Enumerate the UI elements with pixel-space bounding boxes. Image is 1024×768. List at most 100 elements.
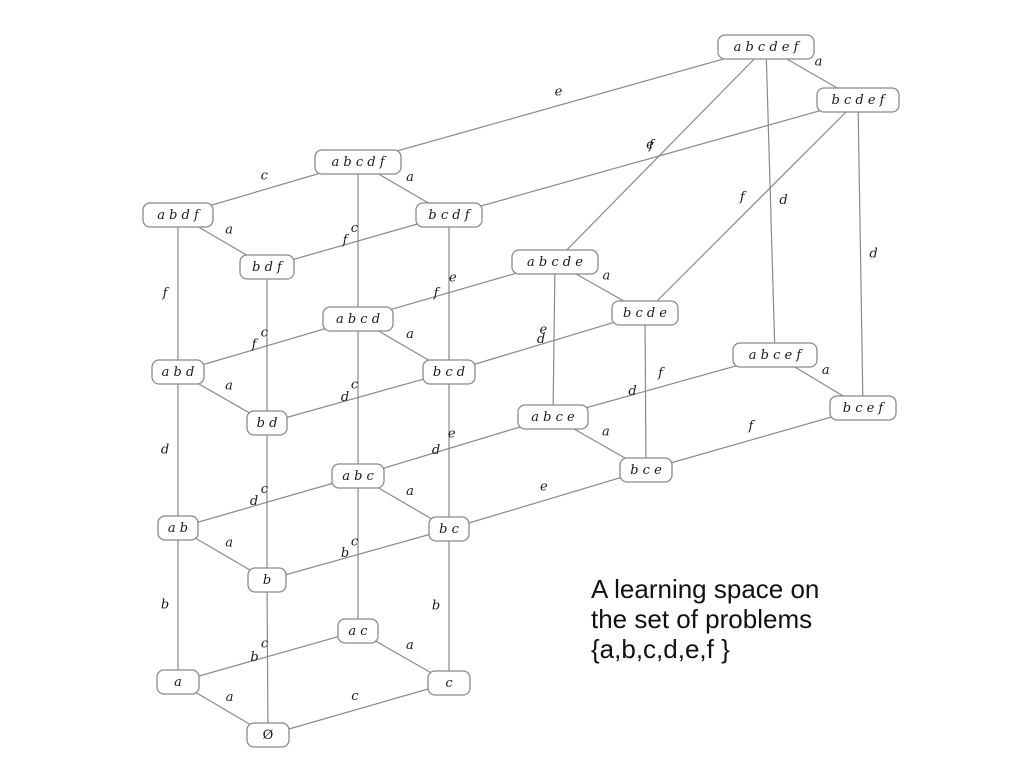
edge-label-abd-bd: a xyxy=(225,379,233,394)
edge-label-abce-bce: a xyxy=(602,425,610,440)
edge-label-c-bc: b xyxy=(432,599,440,614)
node-label-bd: b d xyxy=(257,416,278,431)
edge-label-abdf-abcdf: c xyxy=(261,169,269,184)
node-box-c xyxy=(427,670,471,696)
edge-label-bcd-bcdf: f xyxy=(433,286,441,301)
edge-label-abcde-bcde: a xyxy=(603,269,611,284)
node-label-bce: b c e xyxy=(630,463,662,478)
edge-label-abcde-abcdef: f xyxy=(648,138,656,153)
node-label-bcd: b c d xyxy=(433,365,465,380)
node-box-a xyxy=(156,669,200,695)
node-abcd: a b c d xyxy=(322,306,394,332)
edge-label-bcdf-bcdef: e xyxy=(646,138,654,153)
edge-label-abcd-abcdf: f xyxy=(342,233,350,248)
edge-label-b-bd: d xyxy=(250,494,258,509)
node-box-abcdef xyxy=(717,34,815,60)
node-label-bdf: b d f xyxy=(252,260,284,275)
node-box-bc xyxy=(428,516,470,542)
node-bcdf: b c d f xyxy=(415,202,483,228)
node-box-abdf xyxy=(142,202,214,228)
edge-bcde-bcdef xyxy=(644,99,859,314)
node-bd: b d xyxy=(246,410,288,436)
node-bdf: b d f xyxy=(239,254,295,280)
edge-label-bce-bcef: f xyxy=(747,419,755,434)
node-abce: a b c e xyxy=(517,404,589,430)
node-bc: b c xyxy=(428,516,470,542)
edge-label-bcef-bcdef: d xyxy=(869,246,877,261)
node-c: c xyxy=(427,670,471,696)
edge-label-abd-abdf: f xyxy=(162,286,170,301)
edge-label-abce-abcef: f xyxy=(657,366,665,381)
node-label-abcde: a b c d e xyxy=(527,255,583,270)
edge-abce-abcde xyxy=(552,261,556,418)
node-label-ab: a b xyxy=(168,521,188,536)
node-box-empty xyxy=(246,722,290,748)
edge-abcdf-abcdef xyxy=(357,46,767,163)
node-label-bc: b c xyxy=(439,522,459,537)
node-label-bcdef: b c d e f xyxy=(832,93,887,108)
edge-label-abcdef-bcdef: a xyxy=(815,55,823,70)
edge-label-abc-abcd: d xyxy=(341,390,349,405)
node-box-abc xyxy=(331,463,385,489)
edge-label-abd-abcd: c xyxy=(261,326,269,341)
caption: A learning space on the set of problems … xyxy=(591,574,921,664)
edge-a-ac xyxy=(177,630,359,683)
edge-abcef-abcdef xyxy=(765,46,776,356)
edge-label-ac-abc: b xyxy=(341,546,349,561)
caption-line-3: {a,b,c,d,e,f } xyxy=(591,634,730,664)
edge-empty-b xyxy=(266,579,269,736)
node-box-bcdef xyxy=(816,87,900,113)
edge-bcef-bcdef xyxy=(857,99,864,409)
edge-label-ab-abd: d xyxy=(161,443,169,458)
node-box-ab xyxy=(157,515,199,541)
edge-label-ab-b: a xyxy=(225,535,233,550)
node-bce: b c e xyxy=(619,457,673,483)
node-label-abcdf: a b c d f xyxy=(331,155,386,170)
edge-label-empty-c: c xyxy=(351,689,359,704)
node-label-abcd: a b c d xyxy=(336,312,380,327)
edge-bd-bcd xyxy=(266,371,450,424)
edge-label-abcd-abcde: e xyxy=(449,271,457,286)
edge-bcdf-bcdef xyxy=(448,99,859,216)
edge-label-bc-bce: e xyxy=(540,480,548,495)
node-box-bdf xyxy=(239,254,295,280)
edge-label-ac-c: a xyxy=(406,638,414,653)
node-box-bcef xyxy=(829,395,897,421)
node-box-abce xyxy=(517,404,589,430)
node-label-abce: a b c e xyxy=(531,410,575,425)
edge-bce-bcef xyxy=(645,407,864,471)
edge-label-abc-abce: e xyxy=(448,427,456,442)
edge-label-abcef-abcdef: d xyxy=(779,193,787,208)
node-bcdef: b c d e f xyxy=(816,87,900,113)
node-label-c: c xyxy=(445,676,453,691)
edge-abcde-abcdef xyxy=(554,46,767,263)
node-box-bcd xyxy=(422,359,476,385)
edge-label-empty-b: b xyxy=(250,650,258,665)
edge-label-abcd-bcd: a xyxy=(406,327,414,342)
edge-label-bcde-bcdef: f xyxy=(739,190,747,205)
edge-label-bc-bcd: d xyxy=(432,443,440,458)
edge-label-abcdf-bcdf: a xyxy=(406,170,414,185)
node-label-bcde: b c d e xyxy=(623,306,667,321)
node-label-abd: a b d xyxy=(162,365,195,380)
node-box-abcef xyxy=(732,342,818,368)
node-bcde: b c d e xyxy=(611,300,679,326)
edge-label-a-empty: a xyxy=(226,690,234,705)
node-box-bce xyxy=(619,457,673,483)
edge-bcd-bcde xyxy=(448,312,646,373)
edge-empty-c xyxy=(267,682,450,736)
edge-label-b-bc: c xyxy=(351,535,359,550)
node-box-bd xyxy=(246,410,288,436)
node-abd: a b d xyxy=(151,359,205,385)
edge-label-bd-bcd: c xyxy=(351,378,359,393)
edge-label-abc-bc: a xyxy=(406,484,414,499)
node-label-bcdf: b c d f xyxy=(428,208,471,223)
edge-label-abce-abcde: d xyxy=(537,332,545,347)
edge-label-a-ac: c xyxy=(261,637,269,652)
node-ac: a c xyxy=(337,618,379,644)
edge-b-bc xyxy=(266,528,450,581)
node-bcd: b c d xyxy=(422,359,476,385)
